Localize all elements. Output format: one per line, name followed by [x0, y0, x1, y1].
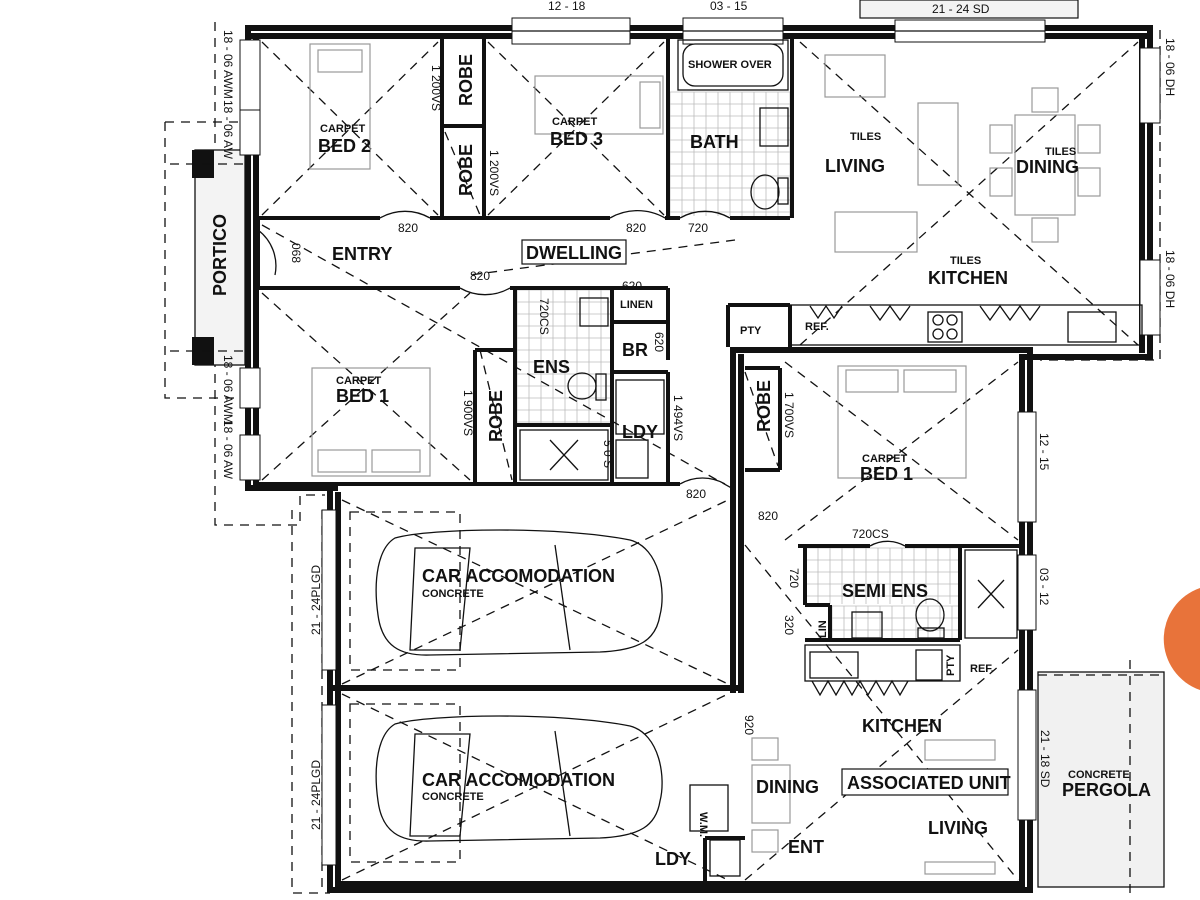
dim-unit-ens-cs: 720CS [852, 527, 889, 541]
pergola-finish: CONCRETE [1068, 769, 1130, 781]
dwelling-label: DWELLING [526, 243, 622, 263]
living-label: LIVING [825, 156, 885, 176]
robe-label-bed2b: ROBE [456, 144, 476, 196]
dim-ens-cs: 720CS [537, 298, 551, 335]
dimension-labels: 12 - 18 03 - 15 21 - 24 SD 18 - 06 DH 18… [221, 0, 1177, 830]
furniture [309, 39, 1143, 877]
dim-top-window-1: 12 - 18 [548, 0, 586, 13]
wm-label: W.M. [697, 812, 709, 837]
dim-unit-window-1: 12 - 15 [1037, 433, 1051, 471]
dim-left-window-1: 18 - 06 AWM [221, 30, 235, 99]
shower-label: SHOWER OVER [688, 59, 772, 71]
unit-bed1-label: BED 1 [860, 464, 913, 484]
edge-marker [1163, 588, 1200, 690]
dim-right-window-1: 18 - 06 DH [1163, 38, 1177, 96]
dim-door-620-linen: 620 [622, 279, 642, 293]
pergola [1037, 660, 1165, 895]
ldy-label: LDY [622, 422, 658, 442]
kitchen-finish: TILES [950, 255, 981, 267]
dim-door-ldy: 5 0 S [601, 440, 615, 468]
unit-pty-label: PTY [945, 654, 957, 676]
bath-label: BATH [690, 132, 739, 152]
dim-right-window-2: 18 - 06 DH [1163, 250, 1177, 308]
br-label: BR [622, 340, 648, 360]
dim-door-720: 720 [688, 221, 708, 235]
linen-label: LINEN [620, 299, 653, 311]
dim-top-window-2: 03 - 15 [710, 0, 748, 13]
sliding-door-landing [859, 0, 1079, 19]
dim-left-window-4: 18 - 06 AW [221, 420, 235, 480]
bed1-finish: CARPET [336, 375, 382, 387]
unit-living-label: LIVING [928, 818, 988, 838]
dim-door-820-e: 820 [758, 509, 778, 523]
car2-label: CAR ACCOMODATION [422, 770, 615, 790]
bed3-finish: CARPET [552, 116, 598, 128]
unit-dining-label: DINING [756, 777, 819, 797]
dining-label: DINING [1016, 157, 1079, 177]
robe-label-bed2: ROBE [456, 54, 476, 106]
internal-walls [256, 36, 1022, 884]
car2-finish: CONCRETE [422, 791, 484, 803]
door-swings [257, 209, 1041, 697]
room-labels: CARPET BED 2 CARPET BED 3 ROBE ROBE BATH… [210, 54, 1151, 869]
lin-label: LIN [817, 620, 829, 638]
semi-ens-label: SEMI ENS [842, 581, 928, 601]
entry-label: ENTRY [332, 244, 392, 264]
dim-garage-door-2: 21 - 24PLGD [309, 760, 323, 830]
dim-door-920: 920 [742, 715, 756, 735]
pty-label: PTY [740, 325, 762, 337]
portico-label: PORTICO [210, 214, 230, 296]
unit-ldy-label: LDY [655, 849, 691, 869]
living-finish: TILES [850, 131, 881, 143]
dim-door-820-a: 820 [398, 221, 418, 235]
dim-door-720-unit: 720 [787, 568, 801, 588]
dim-top-door: 21 - 24 SD [932, 2, 990, 16]
kitchen-label: KITCHEN [928, 268, 1008, 288]
unit-ent-label: ENT [788, 837, 824, 857]
robe-label-bed1: ROBE [486, 390, 506, 442]
portico [170, 149, 248, 366]
dim-ldy-vs: 1 494VS [671, 395, 685, 441]
dim-left-window-3: 18 - 06 AWM [221, 355, 235, 424]
bed1-label: BED 1 [336, 386, 389, 406]
dim-unit-window-2: 03 - 12 [1037, 568, 1051, 606]
pergola-label: PERGOLA [1062, 780, 1151, 800]
bed3-label: BED 3 [550, 129, 603, 149]
bed2-finish: CARPET [320, 123, 366, 135]
tile-grids [516, 91, 958, 638]
dim-door-820-d: 820 [686, 487, 706, 501]
ref-label: REF. [805, 321, 829, 333]
dim-unit-slider: 21 - 18 SD [1038, 730, 1052, 788]
associated-unit-label: ASSOCIATED UNIT [847, 773, 1011, 793]
dining-finish: TILES [1045, 146, 1076, 158]
dim-left-window-2: 18 - 06 AW [221, 100, 235, 160]
car1-label: CAR ACCOMODATION [422, 566, 615, 586]
dim-door-620-br: 620 [652, 332, 666, 352]
dim-robe-bed2b: 1 200VS [487, 150, 501, 196]
dim-door-320: 320 [782, 615, 796, 635]
dwelling-box [521, 239, 627, 265]
robe-label-unit: ROBE [754, 380, 774, 432]
associated-unit-box [841, 768, 1009, 796]
dim-garage-door-1: 21 - 24PLGD [309, 565, 323, 635]
unit-ref-label: REF. [970, 663, 994, 675]
ens-label: ENS [533, 357, 570, 377]
dim-door-068: 068 [289, 243, 303, 263]
unit-bed1-finish: CARPET [862, 453, 908, 465]
bed2-label: BED 2 [318, 136, 371, 156]
dim-robe-bed1: 1 900VS [461, 390, 475, 436]
unit-kitchen-label: KITCHEN [862, 716, 942, 736]
dim-door-820-c: 820 [470, 269, 490, 283]
dim-robe-unit: 1 700VS [782, 392, 796, 438]
dim-robe-bed2: 1 200VS [429, 65, 443, 111]
dim-door-820-b: 820 [626, 221, 646, 235]
car1-finish: CONCRETE [422, 588, 484, 600]
car-outlines [349, 511, 663, 863]
